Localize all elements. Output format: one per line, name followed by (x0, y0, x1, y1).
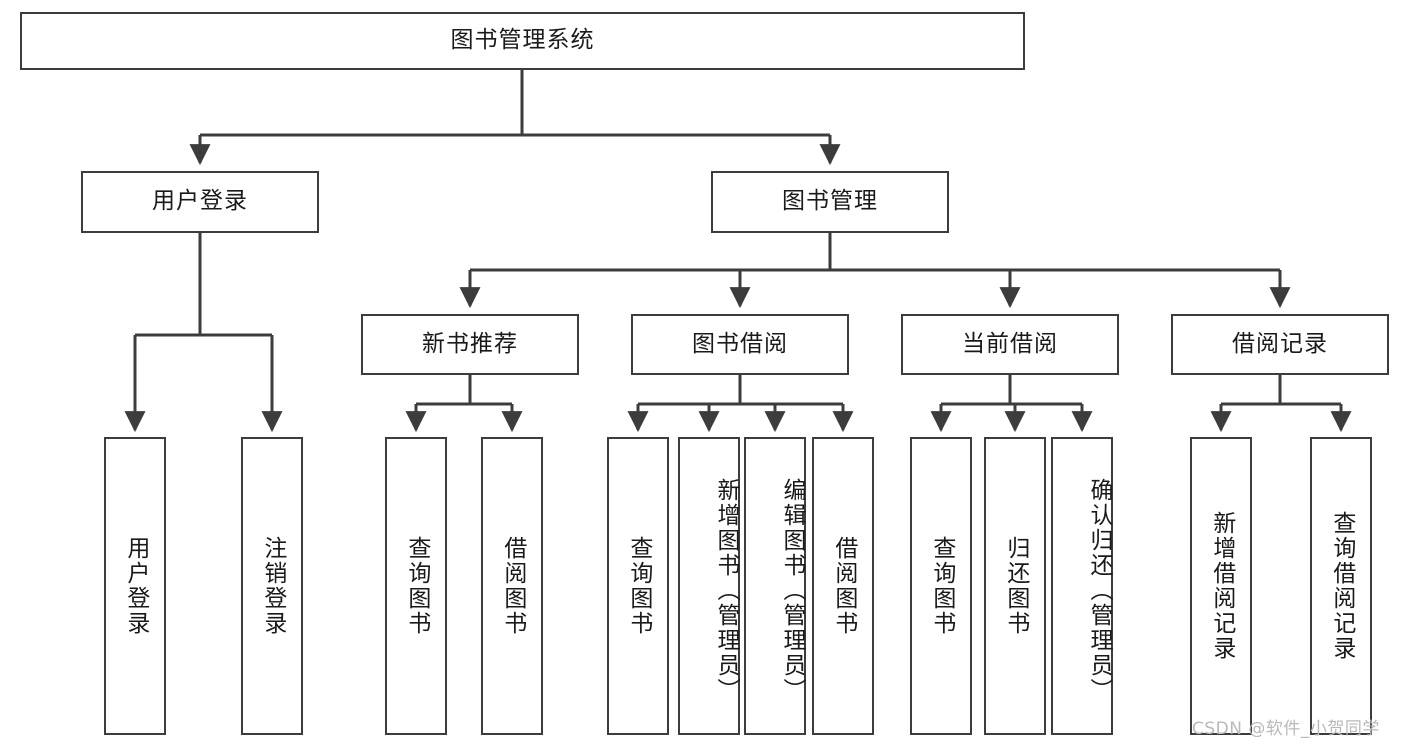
node-leaf-query-book-new[interactable]: 查询图书 (385, 437, 447, 735)
node-leaf-query-borrow-record-label: 查询借阅记录 (1328, 511, 1355, 661)
node-book-borrow[interactable]: 图书借阅 (631, 314, 849, 375)
node-leaf-add-borrow-record[interactable]: 新增借阅记录 (1190, 437, 1252, 735)
node-root[interactable]: 图书管理系统 (20, 12, 1025, 70)
node-leaf-edit-book-label: 编辑图书（管理员） (779, 477, 805, 703)
node-current-borrow[interactable]: 当前借阅 (901, 314, 1119, 375)
node-leaf-borrow-book-new-label: 借阅图书 (499, 536, 526, 636)
node-leaf-confirm-return-label: 确认归还（管理员） (1086, 477, 1112, 703)
node-leaf-return-book-label: 归还图书 (1002, 536, 1029, 636)
node-leaf-add-book[interactable]: 新增图书（管理员） (678, 437, 740, 735)
node-book-borrow-label: 图书借阅 (692, 330, 788, 357)
node-leaf-query-book-new-label: 查询图书 (403, 536, 430, 636)
node-leaf-user-logout[interactable]: 注销登录 (241, 437, 303, 735)
node-leaf-add-borrow-record-label: 新增借阅记录 (1208, 511, 1235, 661)
node-book-management[interactable]: 图书管理 (711, 171, 949, 233)
node-leaf-user-logout-label: 注销登录 (259, 536, 286, 636)
node-user-login-label: 用户登录 (152, 188, 248, 215)
node-user-login[interactable]: 用户登录 (81, 171, 319, 233)
node-borrow-record-label: 借阅记录 (1232, 330, 1328, 357)
node-leaf-query-borrow-record[interactable]: 查询借阅记录 (1310, 437, 1372, 735)
node-borrow-record[interactable]: 借阅记录 (1171, 314, 1389, 375)
node-leaf-query-book-current[interactable]: 查询图书 (910, 437, 972, 735)
node-book-management-label: 图书管理 (782, 188, 878, 215)
node-root-label: 图书管理系统 (450, 27, 595, 54)
node-current-borrow-label: 当前借阅 (962, 330, 1058, 357)
node-leaf-borrow-book[interactable]: 借阅图书 (812, 437, 874, 735)
node-leaf-user-login-label: 用户登录 (122, 536, 149, 636)
node-leaf-borrow-book-new[interactable]: 借阅图书 (481, 437, 543, 735)
node-leaf-return-book[interactable]: 归还图书 (984, 437, 1046, 735)
node-leaf-query-book-borrow[interactable]: 查询图书 (607, 437, 669, 735)
node-leaf-borrow-book-label: 借阅图书 (830, 536, 857, 636)
node-leaf-user-login[interactable]: 用户登录 (104, 437, 166, 735)
node-leaf-edit-book[interactable]: 编辑图书（管理员） (744, 437, 806, 735)
node-leaf-add-book-label: 新增图书（管理员） (713, 477, 739, 703)
watermark-text: CSDN @软件_小贺同学 (1192, 719, 1380, 739)
node-leaf-query-book-borrow-label: 查询图书 (625, 536, 652, 636)
node-leaf-query-book-current-label: 查询图书 (928, 536, 955, 636)
node-new-book-recommend-label: 新书推荐 (422, 330, 518, 357)
node-new-book-recommend[interactable]: 新书推荐 (361, 314, 579, 375)
node-leaf-confirm-return[interactable]: 确认归还（管理员） (1051, 437, 1113, 735)
